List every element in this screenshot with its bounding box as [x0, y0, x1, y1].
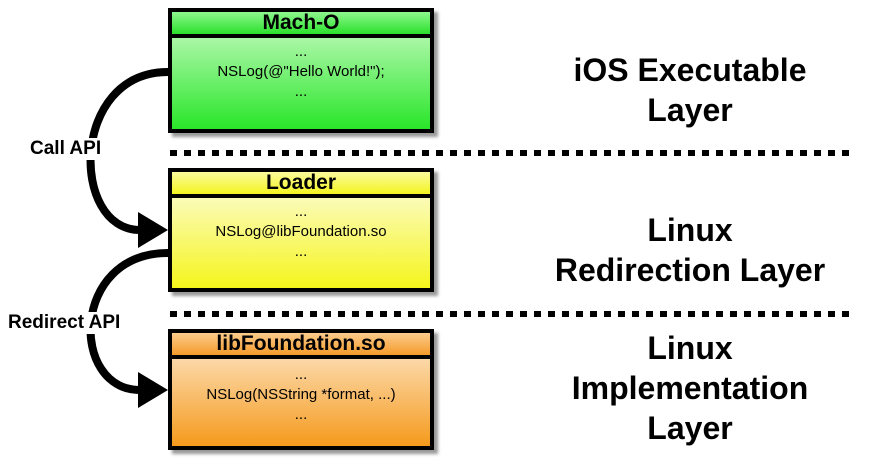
- layer-line: Layer: [647, 92, 733, 128]
- layer-label-implementation: Linux Implementation Layer: [520, 328, 860, 448]
- redirect-api-label: Redirect API: [6, 312, 123, 334]
- layer-line: Layer: [647, 410, 733, 446]
- code-line: ...: [294, 203, 308, 220]
- code-line: ...: [294, 43, 308, 60]
- box-title: Mach-O: [172, 12, 430, 38]
- arrowhead-icon: [138, 372, 168, 408]
- layer-divider: [170, 311, 850, 317]
- box-title: Loader: [172, 172, 430, 198]
- code-line: NSLog@libFoundation.so: [215, 223, 387, 240]
- layer-line: Implementation: [571, 370, 809, 406]
- libfoundation-box: libFoundation.so ... NSLog(NSString *for…: [168, 329, 434, 450]
- code-line: ...: [294, 243, 308, 260]
- box-title: libFoundation.so: [172, 333, 430, 359]
- arrowhead-icon: [138, 212, 168, 248]
- layer-line: Redirection Layer: [554, 252, 826, 288]
- code-line: ...: [294, 366, 308, 383]
- loader-box: Loader ... NSLog@libFoundation.so ...: [168, 168, 434, 292]
- code-line: NSLog(NSString *format, ...): [206, 386, 396, 403]
- code-line: ...: [294, 406, 308, 423]
- layer-line: iOS Executable: [573, 52, 807, 88]
- layer-label-ios: iOS Executable Layer: [520, 50, 860, 130]
- code-line: NSLog(@"Hello World!");: [217, 63, 385, 80]
- layer-label-redirection: Linux Redirection Layer: [520, 210, 860, 290]
- layer-line: Linux: [647, 330, 733, 366]
- code-line: ...: [294, 83, 308, 100]
- call-api-label: Call API: [28, 138, 104, 160]
- layer-divider: [170, 150, 850, 156]
- mach-o-box: Mach-O ... NSLog(@"Hello World!"); ...: [168, 8, 434, 133]
- layer-line: Linux: [647, 212, 733, 248]
